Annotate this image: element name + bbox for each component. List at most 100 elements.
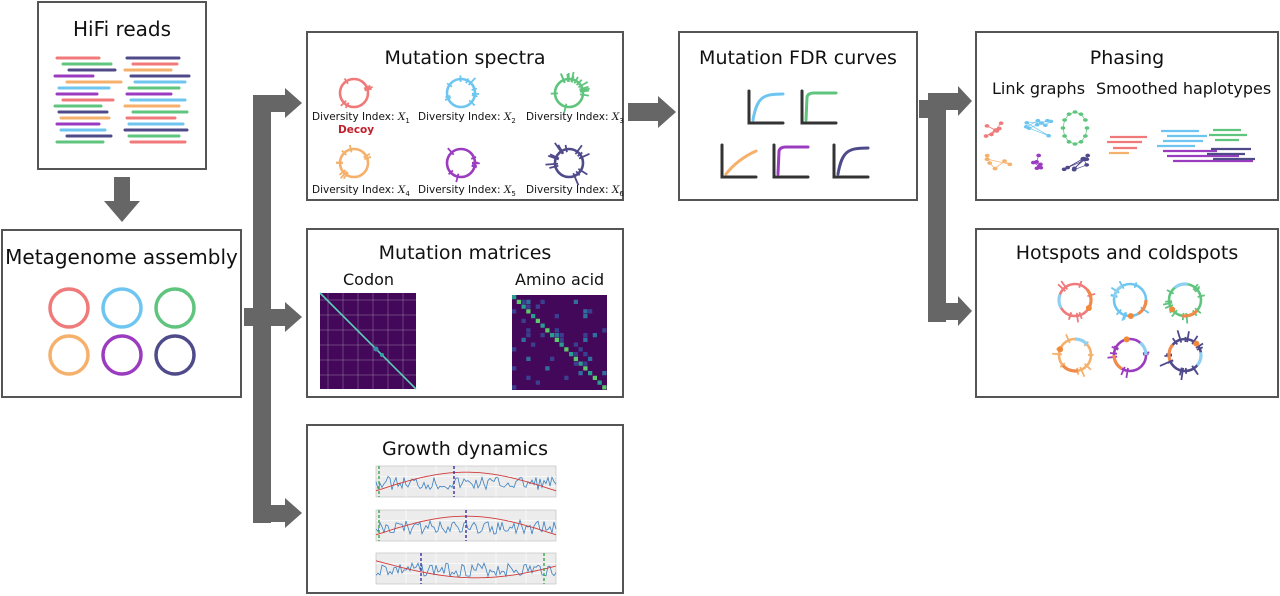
heatmap-cell <box>574 300 578 304</box>
heatmap-cell <box>555 328 559 332</box>
phasing-icons <box>977 33 1280 203</box>
heatmap-cell <box>555 333 559 337</box>
heatmap-cell <box>512 347 516 351</box>
heatmap-cell <box>593 333 597 337</box>
hotspot-mark <box>1128 313 1134 319</box>
heatmap-cell <box>583 314 587 318</box>
heatmap-cell <box>569 352 573 356</box>
heatmap-cell <box>541 324 545 328</box>
spectrum-ring <box>545 143 589 185</box>
contig-circle <box>50 289 88 327</box>
spectrum-ring <box>445 75 479 107</box>
arrow-to-matrices <box>285 302 302 332</box>
heatmap-cell <box>588 309 592 313</box>
heatmap-cell <box>526 305 530 309</box>
link-graph <box>1061 110 1090 146</box>
hotspot-arc <box>1169 345 1173 361</box>
fdr-curves-panel: Mutation FDR curves <box>678 31 918 201</box>
heatmap-cell <box>526 357 530 361</box>
heatmap-cell <box>583 333 587 337</box>
mutation-matrices-panel: Mutation matrices Codon Amino acid <box>306 228 624 398</box>
growth-traces <box>308 426 626 596</box>
hotspot-arc <box>1138 300 1146 314</box>
assembly-panel: Metagenome assembly <box>1 229 242 398</box>
contig-circle <box>50 336 88 374</box>
heatmap-cell <box>598 381 602 385</box>
heatmap-cell <box>541 300 545 304</box>
heatmap-cell <box>574 352 578 356</box>
spectrum-ring <box>447 148 480 182</box>
fdr-curve <box>838 148 868 174</box>
hotspot-arc <box>1087 290 1091 306</box>
hotspot-arc <box>1182 310 1197 316</box>
link-graph <box>984 121 1004 137</box>
heatmap-cell <box>564 347 568 351</box>
coldspot-arc <box>1059 295 1061 308</box>
trunk-branch-2 <box>928 100 946 322</box>
hotspot-mark <box>1169 306 1175 312</box>
link-graph <box>985 154 1013 171</box>
heatmap-cell <box>517 300 521 304</box>
link-graph <box>1062 154 1090 172</box>
hotspot-arc <box>1063 365 1078 371</box>
hifi-reads-panel: HiFi reads <box>37 1 207 170</box>
phasing-panel: Phasing Link graphs Smoothed haplotypes <box>975 31 1279 201</box>
heatmap-cell <box>588 357 592 361</box>
heatmap-cell <box>541 333 545 337</box>
diversity-label-6: Diversity Index: X6 <box>526 184 624 198</box>
growth-dynamics-panel: Growth dynamics <box>306 424 624 594</box>
heatmap-cell <box>602 385 606 389</box>
heatmap-cell <box>555 314 559 318</box>
amino-acid-heatmap <box>308 230 626 400</box>
heatmap-cell <box>550 357 554 361</box>
heatmap-cell <box>583 309 587 313</box>
heatmap-cell <box>526 328 530 332</box>
heatmap-cell <box>522 300 526 304</box>
heatmap-cell <box>583 352 587 356</box>
heatmap-cell <box>536 319 540 323</box>
heatmap-cell <box>545 366 549 370</box>
heatmap-cell <box>583 362 587 366</box>
hotspot-mark <box>1124 336 1130 342</box>
arrow-hifi-to-assembly <box>114 177 130 203</box>
heatmap-cell <box>531 343 535 347</box>
decoy-label: Decoy <box>338 124 374 136</box>
heatmap-cell <box>536 381 540 385</box>
diversity-label-1: Diversity Index: X1 <box>312 111 410 125</box>
hotspot-arc <box>1114 355 1122 369</box>
heatmap-cell <box>602 328 606 332</box>
heatmap-cell <box>564 376 568 380</box>
hotspot-mark <box>1057 346 1063 352</box>
hotspots-panel: Hotspots and coldspots <box>975 228 1279 398</box>
arrow-to-spectra <box>285 88 302 118</box>
fdr-curve <box>778 147 808 174</box>
heatmap-cell <box>574 357 578 361</box>
fdr-curve <box>806 93 836 120</box>
diversity-label-5: Diversity Index: X5 <box>418 184 516 198</box>
heatmap-cell <box>512 295 516 299</box>
heatmap-cell <box>555 338 559 342</box>
diversity-label-2: Diversity Index: X2 <box>418 111 516 125</box>
heatmap-cell <box>560 333 564 337</box>
coldspot-arc <box>1197 352 1201 365</box>
heatmap-cell <box>593 376 597 380</box>
spectrum-ring <box>340 79 373 108</box>
heatmap-cell <box>545 328 549 332</box>
link-graph <box>1024 119 1053 138</box>
heatmap-cell <box>579 347 583 351</box>
heatmap-cell <box>583 366 587 370</box>
smoothed-haplotypes <box>1107 130 1255 161</box>
hotspot-mark <box>1086 305 1092 311</box>
hotspot-circles <box>977 230 1280 400</box>
fdr-curve <box>726 151 756 174</box>
mutation-spectra-panel: Mutation spectra Diversity Index: X1 Div… <box>306 31 624 201</box>
coldspot-arc <box>1175 284 1188 288</box>
heatmap-cell <box>522 319 526 323</box>
arrow-spectra-to-fdr <box>628 103 660 121</box>
contig-circle <box>103 336 141 374</box>
heatmap-cell <box>526 300 530 304</box>
arrow-to-growth <box>285 498 302 528</box>
heatmap-cell <box>579 362 583 366</box>
heatmap-cell <box>526 309 530 313</box>
heatmap-cell <box>512 309 516 313</box>
